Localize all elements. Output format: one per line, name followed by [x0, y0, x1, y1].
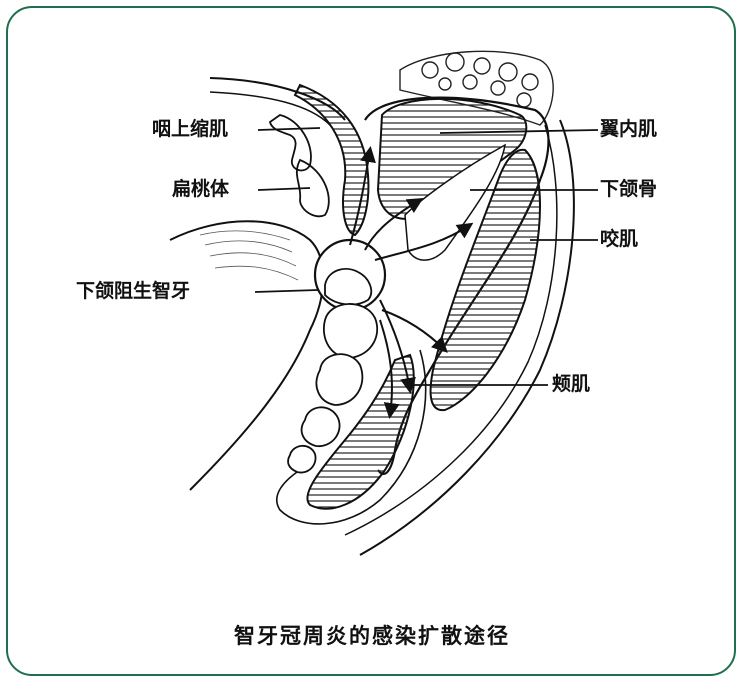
label-buccinator: 颊肌 — [552, 375, 590, 394]
label-medial-pterygoid: 翼内肌 — [600, 120, 657, 139]
label-masseter: 咬肌 — [600, 230, 638, 249]
tongue-texture — [200, 231, 298, 280]
label-pharyngeal-constrictor: 咽上缩肌 — [152, 120, 228, 139]
label-tonsil: 扁桃体 — [172, 180, 229, 199]
figure-caption: 智牙冠周炎的感染扩散途径 — [0, 620, 744, 650]
label-impacted-tooth: 下颌阻生智牙 — [76, 282, 190, 301]
label-mandible: 下颌骨 — [600, 180, 657, 199]
